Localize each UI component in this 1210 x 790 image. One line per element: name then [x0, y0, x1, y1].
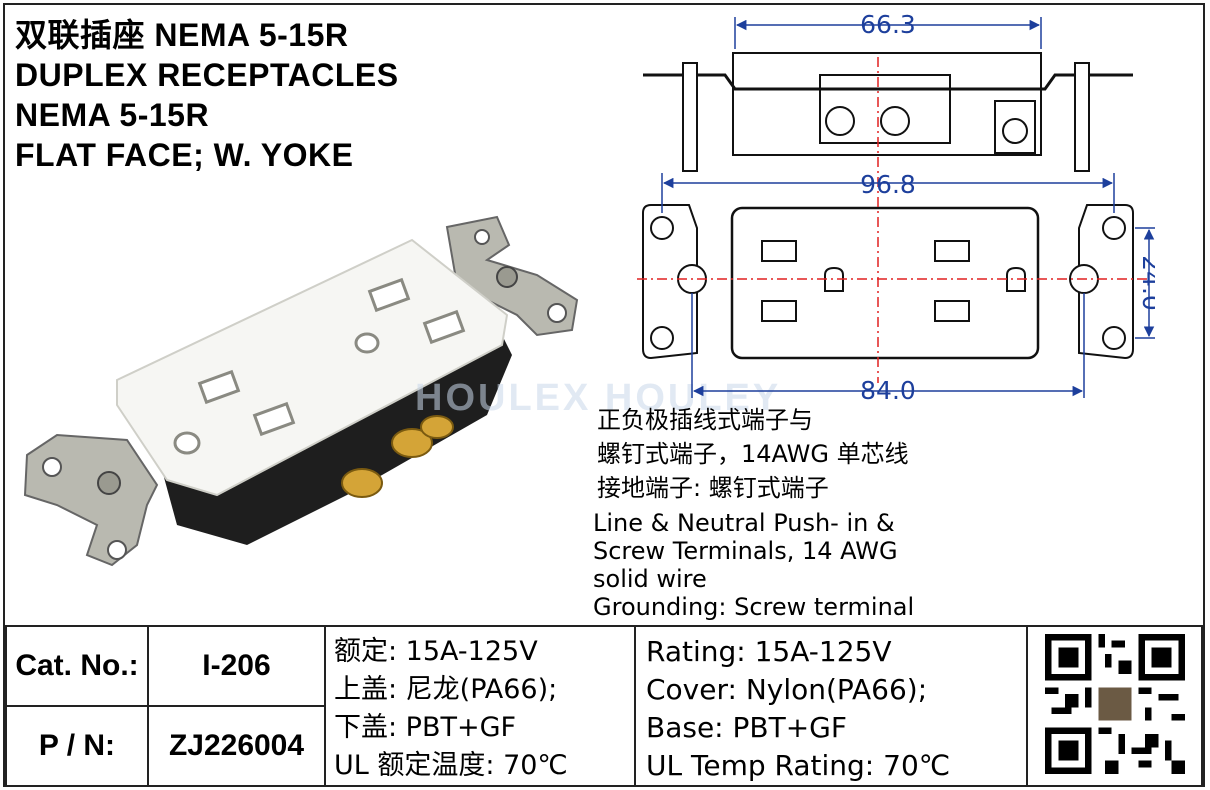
description-en-line-4: Grounding: Screw terminal: [593, 593, 915, 621]
title-line-1: 双联插座 NEMA 5-15R: [15, 17, 349, 53]
dimension-drawing: 66.3 96.8: [637, 13, 1155, 403]
qr-code-cell: [1026, 625, 1203, 787]
title-line-3: NEMA 5-15R: [15, 97, 210, 133]
description-cn-line-2: 螺钉式端子，14AWG 单芯线: [597, 440, 909, 468]
spec-cn-line-2: 上盖: 尼龙(PA66);: [334, 674, 558, 705]
pn-value: ZJ226004: [147, 705, 326, 787]
description-cn-line-1: 正负极插线式端子与: [597, 406, 813, 434]
outlet-slots: [173, 277, 466, 455]
description-en-line-1: Line & Neutral Push- in &: [593, 509, 895, 537]
spec-english: Rating: 15A-125V Cover: Nylon(PA66); Bas…: [634, 625, 1028, 787]
description-en-line-2: Screw Terminals, 14 AWG: [593, 537, 898, 565]
cat-no-label: Cat. No.:: [5, 625, 149, 707]
dimension-mounting-spacing: [691, 293, 1085, 398]
spec-cn-line-3: 下盖: PBT+GF: [334, 712, 517, 743]
side-view: [643, 52, 1133, 172]
spec-table: Cat. No.: I-206 额定: 15A-125V 上盖: 尼龙(PA66…: [5, 625, 1203, 787]
qr-code-icon: [1044, 634, 1185, 774]
watermark: HOULEX HOULEY: [415, 377, 782, 419]
front-view: [642, 204, 1134, 360]
yoke-strap-top: [445, 215, 579, 337]
dimension-overall-length: [661, 173, 1115, 213]
title-block: 双联插座 NEMA 5-15R DUPLEX RECEPTACLES NEMA …: [15, 15, 399, 175]
description-chinese: 正负极插线式端子与 螺钉式端子，14AWG 单芯线 接地端子: 螺钉式端子: [597, 403, 909, 505]
title-line-4: FLAT FACE; W. YOKE: [15, 137, 354, 173]
title-line-2: DUPLEX RECEPTACLES: [15, 57, 399, 93]
yoke-strap-bottom: [23, 433, 159, 567]
centerlines: [637, 57, 1150, 383]
spec-chinese: 额定: 15A-125V 上盖: 尼龙(PA66); 下盖: PBT+GF UL…: [324, 625, 636, 787]
receptacle-photo: [23, 215, 579, 567]
dimension-mounting-spacing-label: 84.0: [860, 376, 916, 403]
spec-sheet: 双联插座 NEMA 5-15R DUPLEX RECEPTACLES NEMA …: [3, 3, 1205, 787]
spec-en-line-1: Rating: 15A-125V: [646, 635, 892, 668]
spec-en-line-3: Base: PBT+GF: [646, 711, 847, 744]
receptacle-face: [116, 238, 509, 497]
pn-label: P / N:: [5, 705, 149, 787]
spec-en-line-4: UL Temp Rating: 70℃: [646, 749, 951, 782]
dimension-overall-length-label: 96.8: [860, 170, 916, 199]
spec-cn-line-4: UL 额定温度: 70℃: [334, 750, 568, 781]
description-cn-line-3: 接地端子: 螺钉式端子: [597, 474, 829, 502]
description-en-line-3: solid wire: [593, 565, 707, 593]
spec-en-line-2: Cover: Nylon(PA66);: [646, 673, 928, 706]
dimension-height-label: 24.0: [1137, 255, 1155, 311]
cat-no-value: I-206: [147, 625, 326, 707]
dimension-top-width: [734, 17, 1042, 49]
dimension-top-width-label: 66.3: [860, 13, 916, 39]
brass-terminal-screws: [341, 415, 454, 498]
description-english: Line & Neutral Push- in & Screw Terminal…: [593, 509, 914, 621]
spec-cn-line-1: 额定: 15A-125V: [334, 636, 538, 667]
dimension-height: [1135, 227, 1155, 339]
